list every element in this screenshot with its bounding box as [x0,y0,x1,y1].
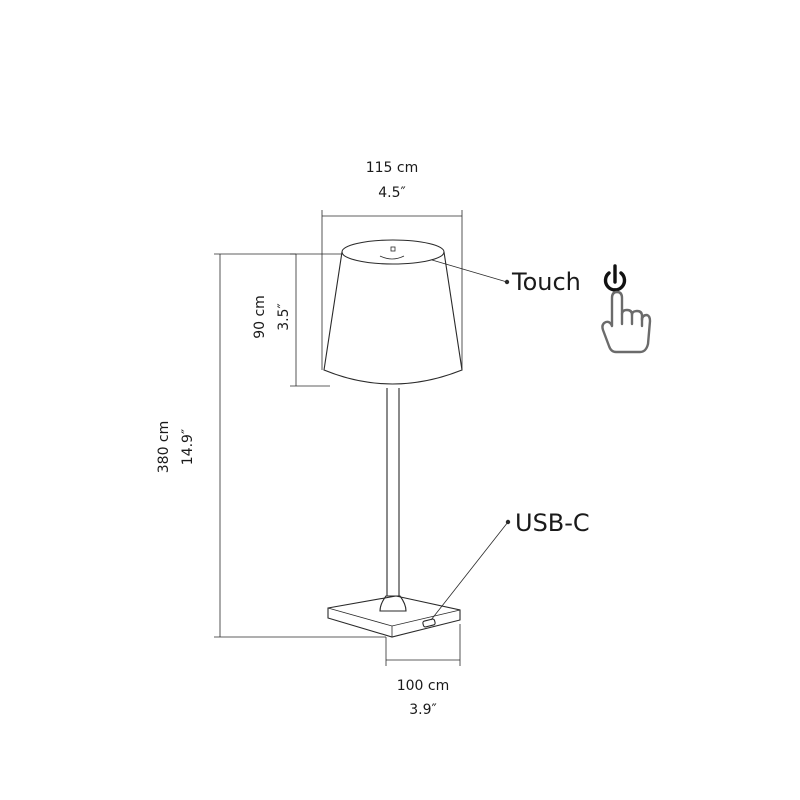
shade-width-dimension: 115 cm 4.5″ [321,160,463,370]
lamp-collar [379,595,407,612]
lamp-shade [323,251,463,385]
usb-c-port [422,618,436,628]
lamp-illustration [323,239,463,638]
power-icon [603,264,627,292]
shade-width-imperial: 4.5″ [378,185,406,201]
lamp-base [327,595,461,638]
total-height-dimension: 380 cm 14.9″ [156,253,386,638]
shade-width-metric: 115 cm [366,160,419,176]
base-width-dimension: 100 cm 3.9″ [385,624,461,718]
shade-height-imperial: 3.5″ [276,303,292,331]
total-height-imperial: 14.9″ [180,429,196,465]
shade-height-metric: 90 cm [252,295,268,339]
lamp-shade-top [341,239,445,265]
touch-label: Touch [511,268,581,296]
hand-pointer-icon [601,290,652,354]
touch-callout: Touch [431,259,652,354]
usb-callout: USB-C [430,509,590,621]
shade-height-dimension: 90 cm 3.5″ [252,253,342,387]
base-width-metric: 100 cm [397,678,450,694]
base-width-imperial: 3.9″ [409,702,437,718]
total-height-metric: 380 cm [156,421,172,474]
usb-label: USB-C [515,509,590,537]
